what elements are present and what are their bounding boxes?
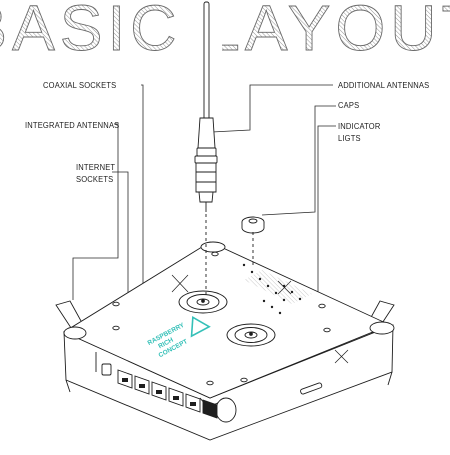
label-integrated-antennas: INTEGRATED ANTENNAS [25,120,120,130]
label-coaxial-sockets: COAXIAL SOCKETS [43,80,117,90]
logo-icon [190,315,211,338]
label-internet-sockets: INTERNET SOCKETS [76,162,116,184]
label-caps: CAPS [338,100,360,110]
page-title: BASIC LAYOUT [0,0,450,64]
leader-indicator [288,125,336,297]
leader-integrated [72,123,119,300]
router-device [55,214,395,441]
leader-caps [261,105,336,216]
led-indicator-icon [242,263,302,315]
antenna-icon [194,1,218,212]
ethernet-port-icon [101,363,218,419]
cap-icon [241,216,265,234]
leader-additional [211,84,333,133]
label-indicator-lights: INDICATOR LIGTS [338,121,381,143]
label-additional-antennas: ADDITIONAL ANTENNAS [338,80,430,90]
